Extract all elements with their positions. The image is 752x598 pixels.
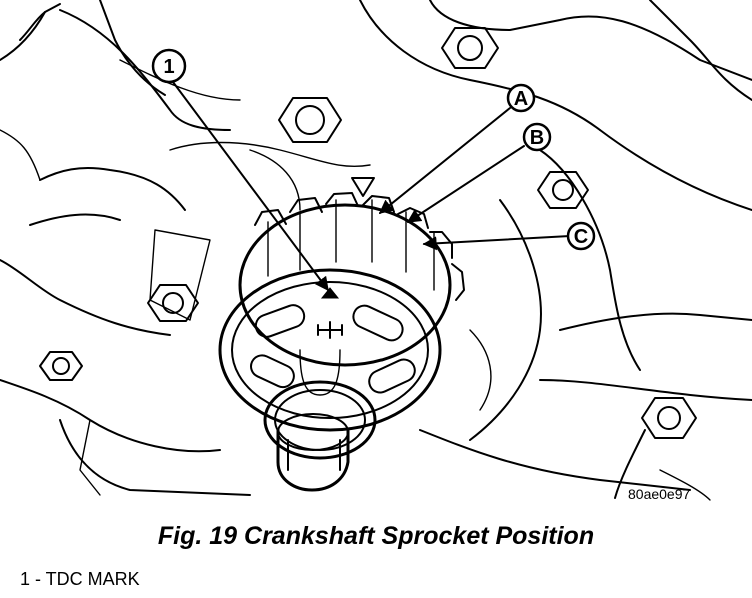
callout-b: B: [522, 122, 552, 152]
crankshaft-sprocket-illustration: 1 A B C 80ae0e97: [0, 0, 752, 502]
crankshaft-sprocket: [238, 192, 465, 367]
bolt-right: [537, 171, 589, 209]
bolt-far-left: [39, 351, 83, 381]
svg-text:1: 1: [163, 56, 174, 78]
callout-1: 1: [151, 48, 187, 84]
bolt-upper-center: [278, 97, 342, 143]
figure-caption: Fig. 19 Crankshaft Sprocket Position: [157, 522, 595, 550]
sprocket-front-plate: [218, 268, 442, 432]
callout-b-leader: [406, 145, 525, 223]
svg-text:C: C: [574, 226, 588, 248]
figure-reference-code: 80ae0e97: [628, 486, 691, 502]
legend-item: 1 - TDC MARK: [20, 569, 140, 589]
bolt-left: [147, 284, 199, 322]
callout-c: C: [566, 221, 596, 251]
callout-a-leader: [378, 107, 511, 214]
tdc-cover-triangle: [351, 177, 375, 197]
callout-1-leader: [172, 81, 329, 292]
svg-text:B: B: [530, 127, 544, 149]
tdc-mark: [320, 287, 340, 299]
bolt-lower-right: [614, 397, 697, 499]
crankshaft-bolt: [263, 349, 377, 492]
callout-c-leader: [422, 235, 571, 251]
engine-block-outline: [0, 0, 752, 501]
svg-text:A: A: [514, 88, 528, 110]
callout-a: A: [506, 83, 536, 113]
bolt-top-right: [441, 27, 499, 69]
